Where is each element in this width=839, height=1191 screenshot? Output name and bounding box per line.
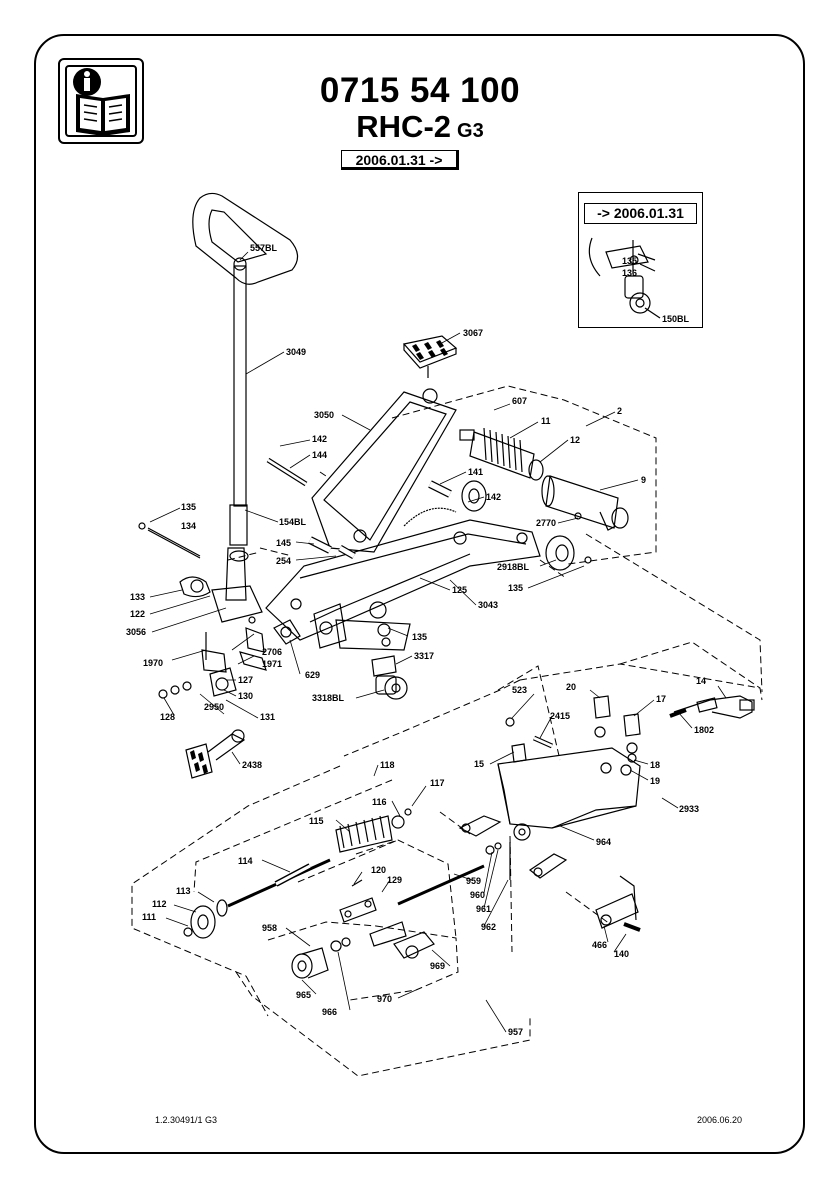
label-113: 113 [176, 886, 191, 896]
label-142-top: 142 [312, 434, 327, 444]
label-122: 122 [130, 609, 145, 619]
label-962: 962 [481, 922, 496, 932]
label-12: 12 [570, 435, 580, 445]
label-2950: 2950 [204, 702, 224, 712]
drawing-reference: 1.2.30491/1 G3 [155, 1115, 218, 1125]
label-3043: 3043 [478, 600, 498, 610]
label-958: 958 [262, 923, 277, 933]
label-2933: 2933 [679, 804, 699, 814]
label-114: 114 [238, 856, 253, 866]
label-3050: 3050 [314, 410, 334, 420]
label-141: 141 [468, 467, 483, 477]
label-1971: 1971 [262, 659, 282, 669]
label-960: 960 [470, 890, 485, 900]
label-2770: 2770 [536, 518, 556, 528]
label-112: 112 [152, 899, 167, 909]
inset-frame [578, 192, 703, 328]
label-15: 15 [474, 759, 484, 769]
label-3318BL: 3318BL [312, 693, 345, 703]
label-3049: 3049 [286, 347, 306, 357]
label-959: 959 [466, 876, 481, 886]
label-2438: 2438 [242, 760, 262, 770]
label-115: 115 [309, 816, 324, 826]
label-966: 966 [322, 1007, 337, 1017]
info-manual-icon [58, 58, 144, 144]
label-557BL: 557BL [250, 243, 278, 253]
part-number: 0715 54 100 [319, 71, 521, 110]
label-125: 125 [452, 585, 467, 595]
label-116: 116 [372, 797, 387, 807]
drawing-date: 2006.06.20 [697, 1115, 743, 1125]
label-130: 130 [238, 691, 253, 701]
label-17: 17 [656, 694, 666, 704]
inset-label-136: 136 [622, 268, 637, 278]
label-3067: 3067 [463, 328, 483, 338]
label-135-left: 135 [181, 502, 196, 512]
label-1970: 1970 [143, 658, 163, 668]
date-range-box: 2006.01.31 -> [341, 150, 459, 170]
label-129: 129 [387, 875, 402, 885]
label-118: 118 [380, 760, 395, 770]
label-2706: 2706 [262, 647, 282, 657]
label-629: 629 [305, 670, 320, 680]
label-2: 2 [617, 406, 622, 416]
label-135-right: 135 [508, 583, 523, 593]
label-523: 523 [512, 685, 527, 695]
label-120: 120 [371, 865, 386, 875]
label-140: 140 [614, 949, 629, 959]
label-142-mid: 142 [486, 492, 501, 502]
label-135-front: 135 [412, 632, 427, 642]
variant: G3 [457, 120, 484, 142]
label-117: 117 [430, 778, 445, 788]
label-111: 111 [142, 912, 156, 922]
label-154BL: 154BL [279, 517, 307, 527]
label-3056: 3056 [126, 627, 146, 637]
label-254: 254 [276, 556, 291, 566]
label-607: 607 [512, 396, 527, 406]
label-11: 11 [541, 416, 551, 426]
label-18: 18 [650, 760, 660, 770]
label-2918BL: 2918BL [497, 562, 530, 572]
label-970: 970 [377, 994, 392, 1004]
label-133: 133 [130, 592, 145, 602]
label-131: 131 [260, 712, 275, 722]
inset-label-135: 135 [622, 256, 637, 266]
book-icon [73, 68, 130, 136]
label-145: 145 [276, 538, 291, 548]
label-964: 964 [596, 837, 611, 847]
label-127: 127 [238, 675, 253, 685]
label-2415: 2415 [550, 711, 570, 721]
label-961: 961 [476, 904, 491, 914]
label-20: 20 [566, 682, 576, 692]
label-144: 144 [312, 450, 327, 460]
label-957: 957 [508, 1027, 523, 1037]
label-9: 9 [641, 475, 646, 485]
inset-label-150BL: 150BL [662, 314, 690, 324]
label-965: 965 [296, 990, 311, 1000]
label-128: 128 [160, 712, 175, 722]
label-466: 466 [592, 940, 607, 950]
page-frame [34, 34, 805, 1154]
label-134: 134 [181, 521, 196, 531]
label-969: 969 [430, 961, 445, 971]
label-3317: 3317 [414, 651, 434, 661]
label-1802: 1802 [694, 725, 714, 735]
label-14: 14 [696, 676, 706, 686]
inset-date-box: -> 2006.01.31 [584, 203, 697, 224]
label-19: 19 [650, 776, 660, 786]
